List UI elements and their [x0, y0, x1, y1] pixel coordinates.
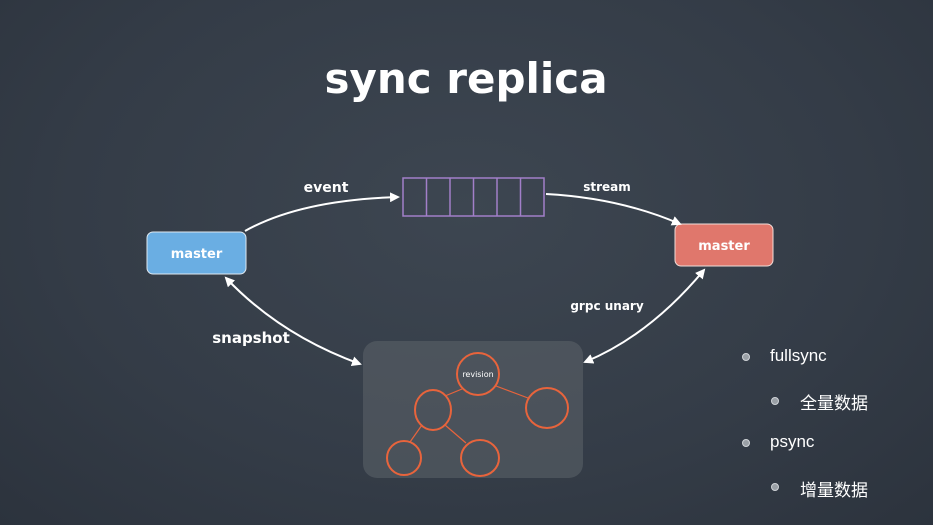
- grpc-unary-label: grpc unary: [570, 299, 643, 313]
- event-arrow: [244, 192, 400, 232]
- revision-tree: revision: [363, 341, 583, 478]
- bullet-icon: [771, 483, 779, 491]
- right-master-node: master: [674, 223, 774, 267]
- revision-label: revision: [462, 370, 493, 379]
- queue: [402, 177, 545, 217]
- bullet-icon: [771, 397, 779, 405]
- event-label: event: [304, 180, 349, 196]
- slide-title: sync replica: [324, 54, 607, 103]
- bullet-item: psync: [770, 432, 815, 451]
- tree-node: [460, 439, 500, 477]
- grpc-unary-arrow: [583, 268, 706, 364]
- bullet-icon: [742, 353, 750, 361]
- stream-label: stream: [583, 180, 631, 194]
- svg-text:master: master: [698, 239, 750, 254]
- tree-node: [386, 440, 422, 476]
- tree-node: [414, 389, 452, 431]
- tree-node: [525, 387, 569, 429]
- snapshot-label: snapshot: [212, 329, 290, 347]
- bullet-item: 全量数据: [800, 394, 868, 413]
- svg-text:master: master: [171, 247, 223, 262]
- stream-arrow: [545, 193, 682, 226]
- bullet-icon: [742, 439, 750, 447]
- tree-node-root: [456, 352, 500, 396]
- bullet-item: fullsync: [770, 346, 827, 365]
- snapshot-arrow: [224, 276, 362, 366]
- bullet-item: 增量数据: [800, 481, 868, 500]
- left-master-node: master: [146, 231, 247, 275]
